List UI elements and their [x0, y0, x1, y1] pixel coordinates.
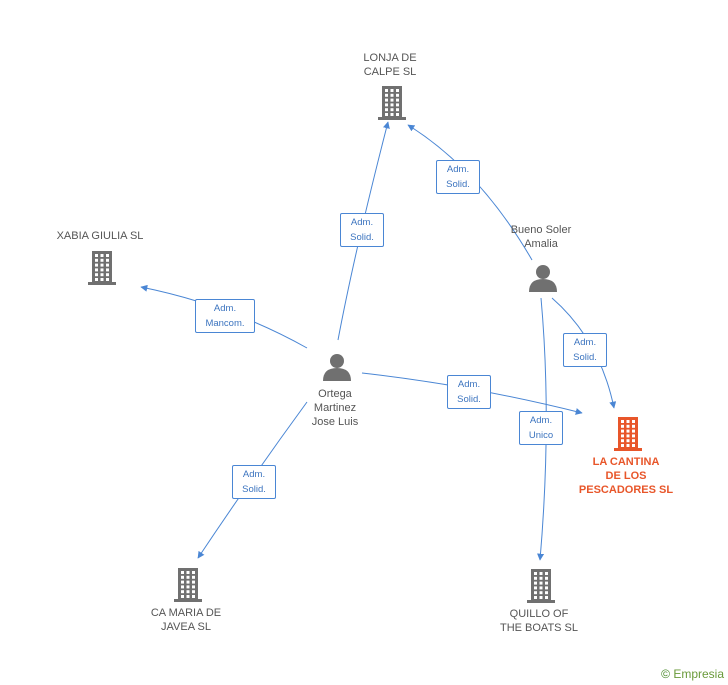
person-icon	[529, 265, 557, 292]
relation-label-ortega-camaria: Adm. Solid.	[232, 465, 276, 499]
relation-label-ortega-cantina: Adm. Solid.	[447, 375, 491, 409]
relation-label-ortega-lonja: Adm. Solid.	[340, 213, 384, 247]
person-icon	[323, 354, 351, 381]
brand-logo: © Empresia	[661, 667, 724, 681]
relation-label-ortega-xabia: Adm. Mancom.	[195, 299, 255, 333]
node-label-cantina[interactable]: LA CANTINA DE LOS PESCADORES SL	[578, 456, 674, 496]
node-label-camaria[interactable]: CA MARIA DE JAVEA SL	[150, 607, 222, 633]
building-icon	[527, 569, 555, 603]
building-icon	[378, 86, 406, 120]
copyright-icon: ©	[661, 667, 670, 681]
node-label-quillo[interactable]: QUILLO OF THE BOATS SL	[499, 608, 579, 634]
node-label-lonja[interactable]: LONJA DE CALPE SL	[363, 52, 417, 78]
node-label-ortega[interactable]: Ortega Martinez Jose Luis	[311, 388, 359, 428]
node-label-xabia[interactable]: XABIA GIULIA SL	[56, 230, 144, 242]
node-label-bueno[interactable]: Bueno Soler Amalia	[510, 224, 572, 250]
relation-label-bueno-lonja: Adm. Solid.	[436, 160, 480, 194]
brand-name: Empresia	[673, 667, 724, 681]
relation-label-bueno-cantina: Adm. Solid.	[563, 333, 607, 367]
building-icon	[88, 251, 116, 285]
relation-label-bueno-quillo: Adm. Unico	[519, 411, 563, 445]
building-icon	[174, 568, 202, 602]
building-icon	[614, 417, 642, 451]
